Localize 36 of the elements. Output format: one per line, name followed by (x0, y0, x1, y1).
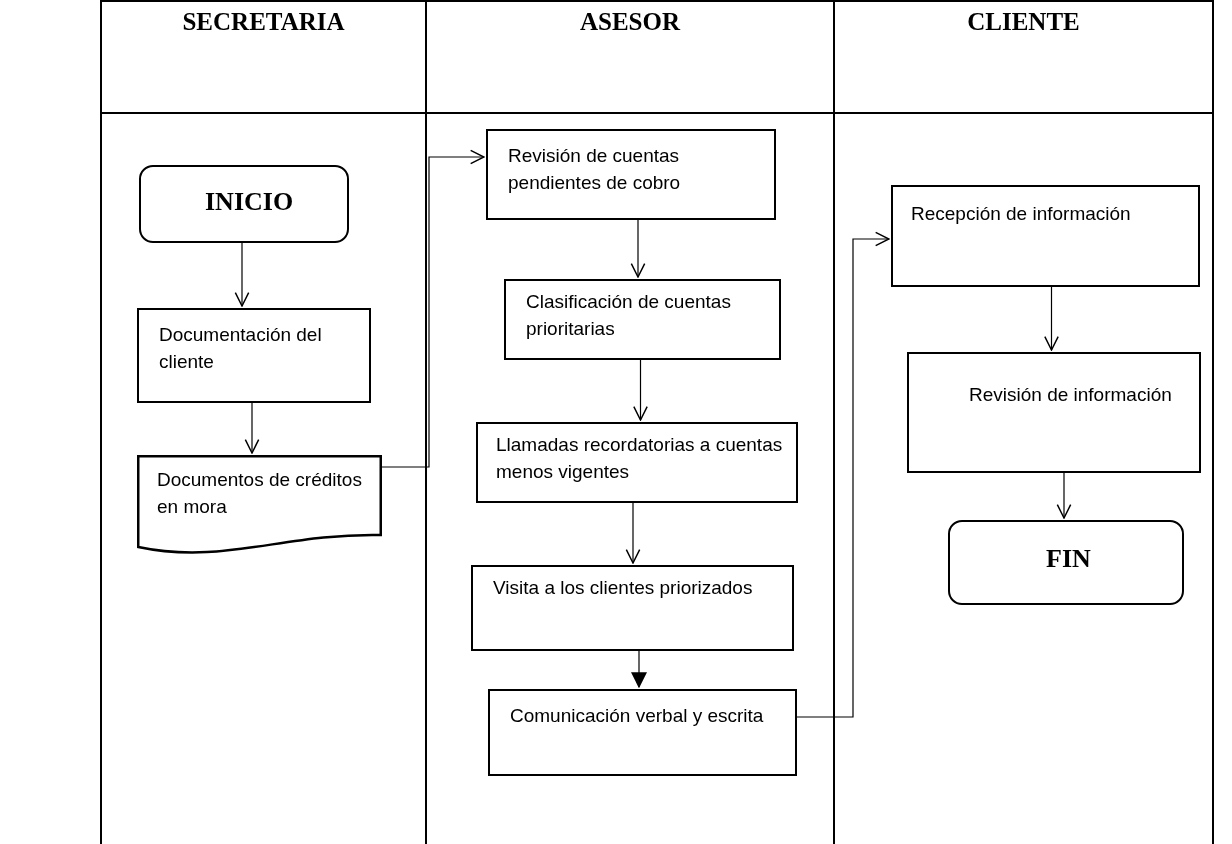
step-label: Documentos de créditos en mora (157, 468, 363, 519)
step-label: Revisión de información (969, 383, 1173, 407)
arrow (630, 217, 646, 278)
step-label: Revisión de cuentas pendientes de cobro (508, 144, 682, 195)
step-label: Visita a los clientes priorizados (493, 576, 754, 600)
arrow (794, 231, 890, 718)
lane-header: CLIENTE (966, 8, 1081, 36)
arrow (379, 149, 485, 468)
process-box (137, 308, 371, 403)
arrow (625, 500, 641, 564)
terminal-box (139, 165, 349, 243)
arrow (244, 400, 260, 454)
step-label: Clasificación de cuentas prioritarias (526, 290, 732, 341)
process-box (486, 129, 776, 220)
process-box (471, 565, 794, 651)
arrow (631, 648, 647, 689)
step-label: Documentación del cliente (159, 323, 323, 374)
arrow (1056, 470, 1072, 519)
arrow (234, 240, 250, 307)
swimlane (100, 0, 427, 844)
process-box (488, 689, 797, 776)
process-box (907, 352, 1201, 473)
process-box (476, 422, 798, 503)
arrow (633, 357, 648, 421)
swimlane (833, 0, 1214, 844)
terminal-label: FIN (1046, 544, 1091, 574)
step-label: Recepción de información (911, 202, 1132, 226)
lane-header: SECRETARIA (181, 8, 346, 36)
step-label: Llamadas recordatorias a cuentas menos vigentes (496, 433, 784, 484)
process-box (504, 279, 781, 360)
process-box (891, 185, 1200, 287)
lane-header: ASESOR (578, 8, 682, 36)
arrow (1044, 284, 1059, 351)
step-label: Comunicación verbal y escrita (510, 704, 765, 728)
terminal-box (948, 520, 1184, 605)
terminal-label: INICIO (205, 187, 294, 217)
